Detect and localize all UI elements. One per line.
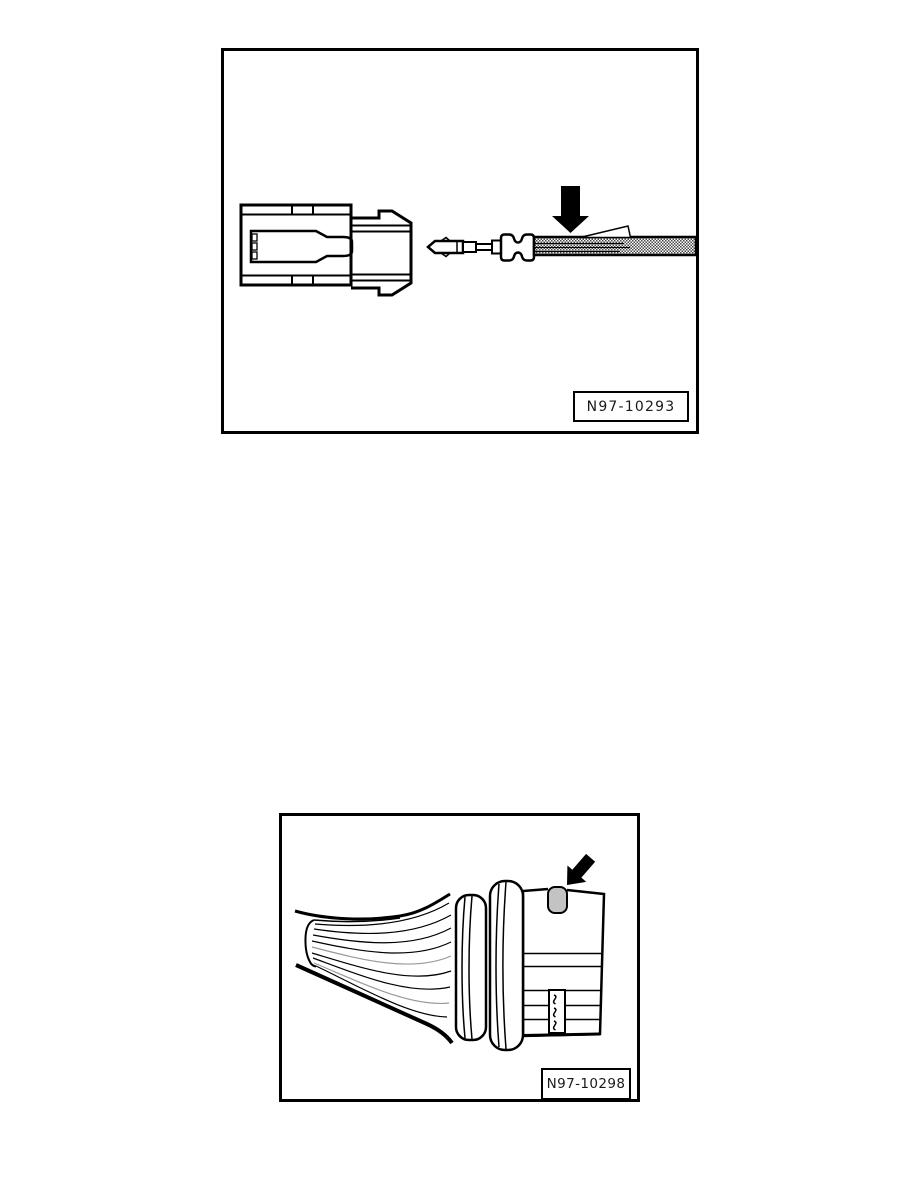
diagonal-arrow-icon xyxy=(567,853,596,885)
down-arrow-icon xyxy=(552,186,589,233)
terminal-and-wire-drawing xyxy=(426,225,696,262)
wire xyxy=(532,235,696,257)
figure-number-text: N97-10298 xyxy=(546,1076,626,1092)
connector-housing-drawing xyxy=(239,203,413,297)
release-wedge-icon xyxy=(579,225,632,239)
figure-number-text: N97-10293 xyxy=(586,398,676,415)
figure-number-label: N97-10298 xyxy=(541,1068,631,1100)
figure-connector-plug: N97-10298 xyxy=(279,813,640,1102)
connector-terminal-drawing xyxy=(239,186,696,297)
release-tab xyxy=(547,886,568,914)
wiring-harness-drawing xyxy=(294,892,454,1045)
flange-rings-drawing xyxy=(454,879,525,1052)
figure-connector-terminal: N97-10293 xyxy=(221,48,699,434)
connector-plug-drawing xyxy=(294,853,606,1052)
figure-number-label: N97-10293 xyxy=(573,391,689,422)
connector-body-drawing xyxy=(521,886,606,1038)
